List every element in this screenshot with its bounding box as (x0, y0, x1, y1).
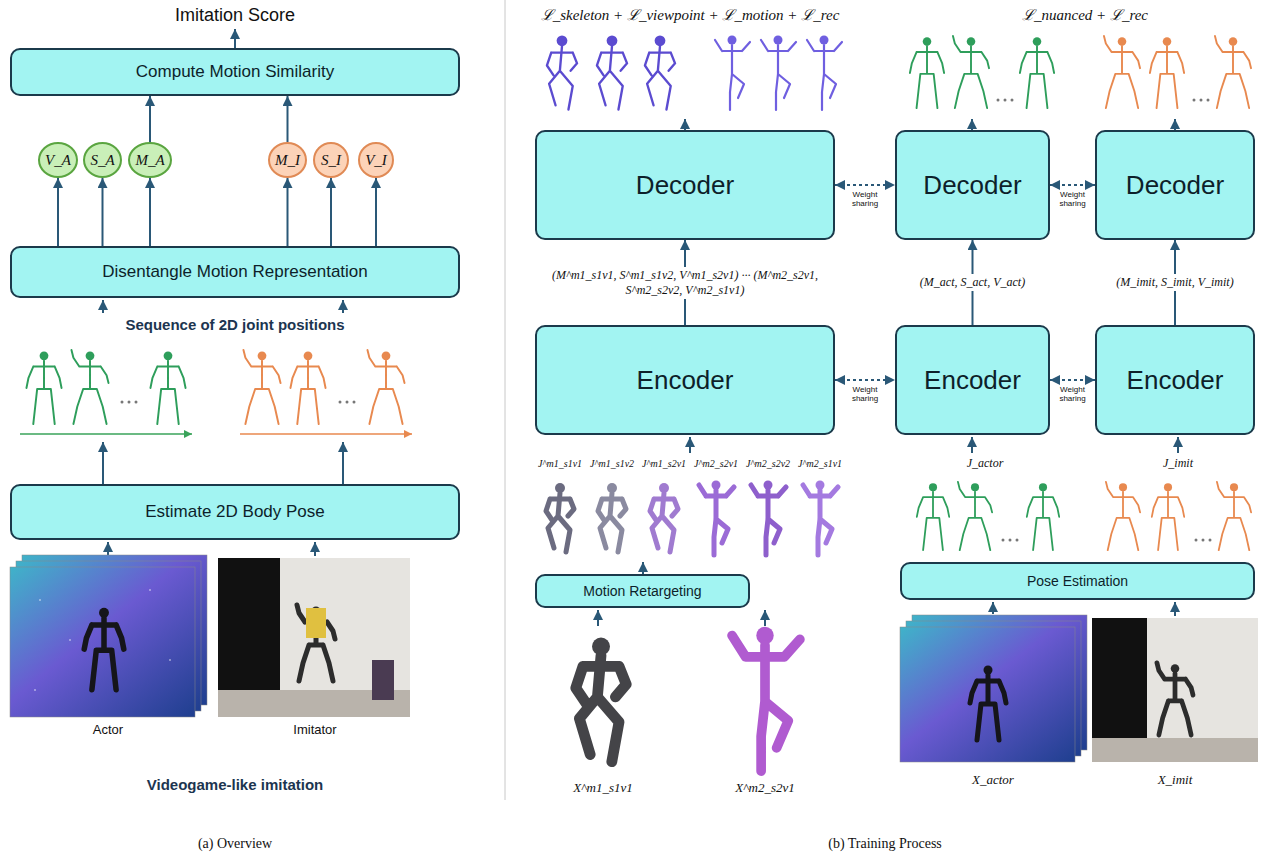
connector (149, 178, 151, 246)
variable-name: V_I (365, 152, 387, 169)
variable-name: S_A (90, 152, 114, 169)
box-label: Encoder (924, 365, 1021, 396)
box-label: Estimate 2D Body Pose (145, 502, 325, 522)
variable-circle: M_I (268, 142, 307, 178)
variable-circle: S_A (83, 142, 122, 178)
box-label: Decoder (923, 170, 1021, 201)
variable-circle: V_I (358, 142, 394, 178)
variable-name: S_I (321, 152, 341, 169)
text-label: X_imit (1158, 772, 1193, 788)
variable-name: M_A (135, 152, 164, 169)
text-label: J^m2_s2v1 (694, 458, 738, 469)
text-label: X_actor (972, 772, 1014, 788)
box-label: Motion Retargeting (583, 583, 701, 599)
edge-label: Weight sharing (1053, 191, 1093, 209)
text-label: Actor (93, 722, 123, 737)
edge-label: Weight sharing (845, 386, 885, 404)
process-box: Compute Motion Similarity (10, 48, 460, 96)
connector (1050, 184, 1095, 186)
connector (1050, 379, 1095, 381)
process-box: Disentangle Motion Representation (10, 246, 460, 298)
edge-label: (M_act, S_act, V_act) (917, 274, 1028, 291)
edge-label: Weight sharing (845, 191, 885, 209)
connector (287, 96, 289, 142)
process-box: Decoder (895, 130, 1050, 240)
text-label: Imitator (293, 722, 336, 737)
box-label: Encoder (1127, 365, 1224, 396)
text-label: Sequence of 2D joint positions (125, 316, 344, 333)
box-label: Decoder (636, 170, 734, 201)
process-box: Encoder (1095, 325, 1255, 435)
edge-label: (M^m1_s1v1, S^m1_s1v2, V^m1_s2v1) ··· (M… (532, 267, 838, 299)
text-label: (a) Overview (198, 836, 272, 852)
text-label: ℒ_skeleton + ℒ_viewpoint + ℒ_motion + ℒ_… (541, 4, 840, 24)
process-box: Encoder (895, 325, 1050, 435)
process-box: Estimate 2D Body Pose (10, 484, 460, 540)
connector (330, 178, 332, 246)
text-label: J^m1_s1v2 (590, 458, 634, 469)
text-label: X^m2_s2v1 (735, 780, 795, 796)
process-box: Encoder (535, 325, 835, 435)
connector (57, 178, 59, 246)
box-label: Disentangle Motion Representation (102, 262, 368, 282)
connector (835, 379, 895, 381)
variable-name: M_I (275, 152, 300, 169)
text-label: ℒ_nuanced + ℒ_rec (1022, 4, 1148, 24)
text-label: J^m2_s2v2 (746, 458, 790, 469)
connector (287, 178, 289, 246)
variable-circle: M_A (128, 142, 172, 178)
process-box: Motion Retargeting (535, 574, 750, 608)
connector (149, 96, 151, 142)
variable-circle: S_I (313, 142, 349, 178)
text-label: J_actor (967, 456, 1004, 471)
text-label: J^m2_s1v1 (798, 458, 842, 469)
box-label: Encoder (637, 365, 734, 396)
text-label: X^m1_s1v1 (573, 780, 633, 796)
text-label: J^m1_s2v1 (642, 458, 686, 469)
connector (375, 178, 377, 246)
text-label: Imitation Score (175, 5, 295, 26)
text-label: J^m1_s1v1 (538, 458, 582, 469)
connector (835, 184, 895, 186)
connector (102, 178, 104, 246)
box-label: Compute Motion Similarity (136, 62, 334, 82)
text-label: Videogame-like imitation (147, 776, 323, 793)
process-box: Decoder (1095, 130, 1255, 240)
text-label: (b) Training Process (828, 836, 942, 852)
box-label: Pose Estimation (1027, 573, 1128, 589)
edge-label: (M_imit, S_imit, V_imit) (1113, 274, 1236, 291)
process-box: Pose Estimation (900, 562, 1255, 600)
text-label: J_imit (1163, 456, 1193, 471)
process-box: Decoder (535, 130, 835, 240)
variable-circle: V_A (38, 142, 78, 178)
box-label: Decoder (1126, 170, 1224, 201)
variable-name: V_A (45, 152, 71, 169)
edge-label: Weight sharing (1053, 386, 1093, 404)
